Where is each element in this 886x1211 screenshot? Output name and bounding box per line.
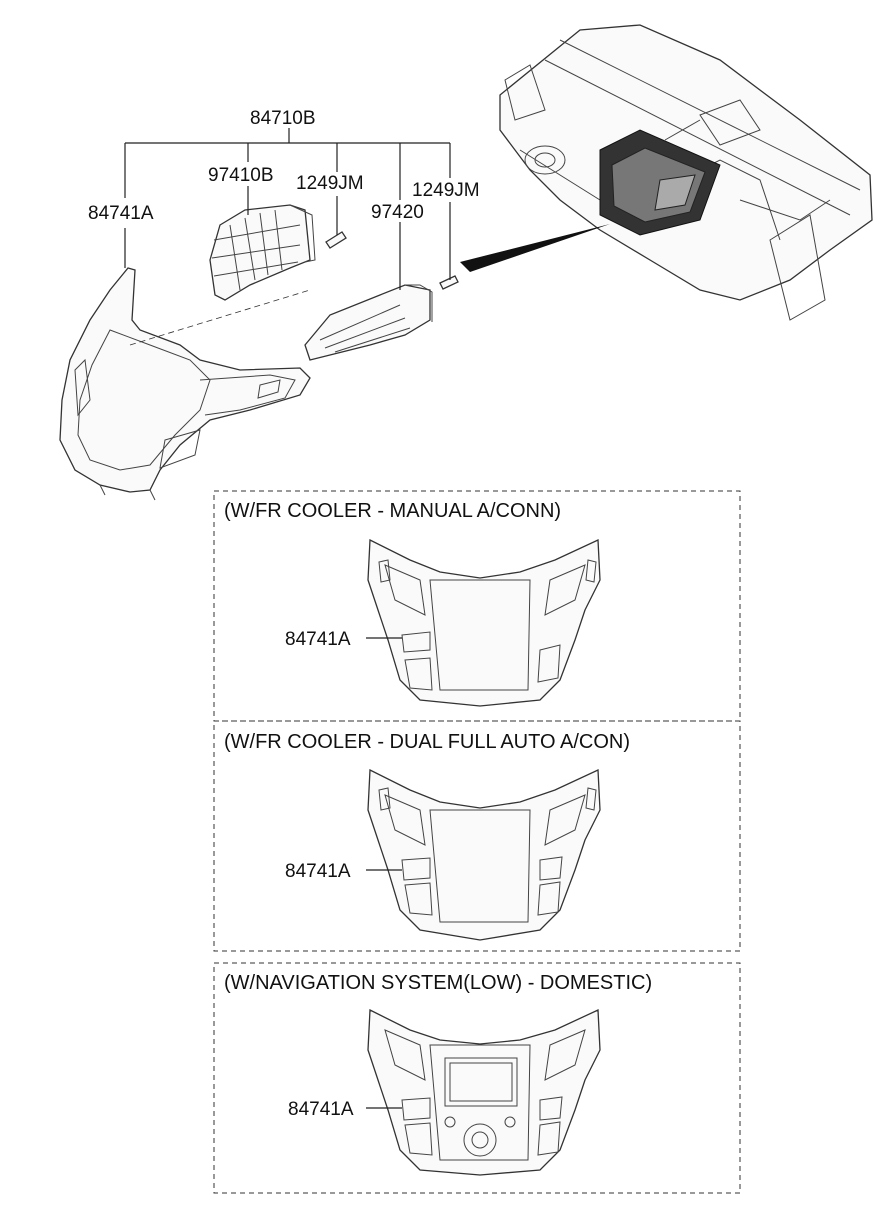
pointer-wedge bbox=[460, 224, 610, 272]
label-97410B: 97410B bbox=[208, 165, 274, 186]
screw-right bbox=[439, 275, 459, 290]
label-97420: 97420 bbox=[371, 202, 424, 223]
variant-title-1: (W/FR COOLER - MANUAL A/CONN) bbox=[224, 500, 561, 522]
label-84710B: 84710B bbox=[250, 108, 316, 129]
variant-panel-2 bbox=[367, 768, 601, 941]
variant-part-1: 84741A bbox=[285, 629, 351, 650]
vent-left bbox=[209, 204, 316, 301]
label-84741A-main: 84741A bbox=[88, 203, 154, 224]
variant-panel-1 bbox=[367, 538, 601, 707]
screw-left bbox=[325, 231, 347, 249]
leader-lines bbox=[124, 128, 451, 290]
label-1249JM-left: 1249JM bbox=[296, 173, 364, 194]
variant-part-2: 84741A bbox=[285, 861, 351, 882]
variant-title-3: (W/NAVIGATION SYSTEM(LOW) - DOMESTIC) bbox=[224, 972, 652, 994]
dashboard-illustration bbox=[499, 24, 873, 321]
variant-box-3 bbox=[213, 962, 741, 1194]
variant-box-2 bbox=[213, 720, 741, 952]
variant-part-3: 84741A bbox=[288, 1099, 354, 1120]
variant-panel-3 bbox=[367, 1008, 601, 1176]
center-panel-exploded bbox=[59, 267, 311, 501]
label-1249JM-right: 1249JM bbox=[412, 180, 480, 201]
variant-title-2: (W/FR COOLER - DUAL FULL AUTO A/CON) bbox=[224, 731, 630, 753]
vent-right bbox=[304, 284, 433, 361]
